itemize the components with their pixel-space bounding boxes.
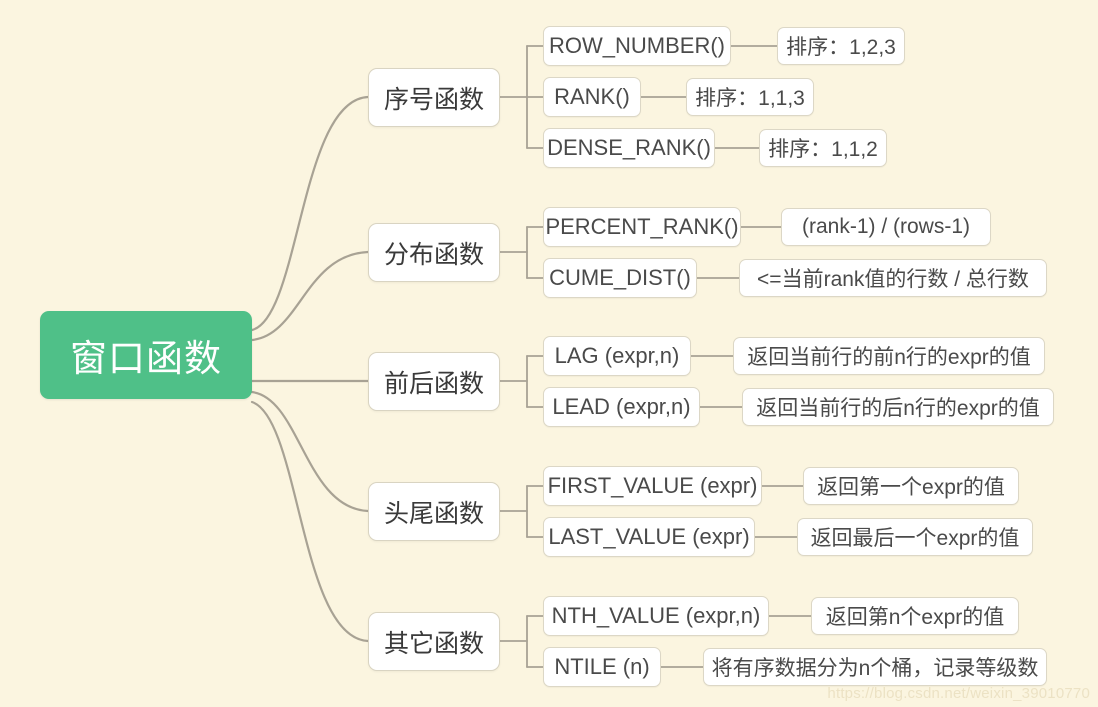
desc-node-3-0-label: 返回第一个expr的值 xyxy=(817,476,1005,499)
branch-node-0[interactable]: 序号函数 xyxy=(368,68,500,127)
desc-node-4-1-label: 将有序数据分为n个桶，记录等级数 xyxy=(711,657,1039,680)
link-root-to-branch-0 xyxy=(250,95,370,332)
func-node-0-0[interactable]: ROW_NUMBER() xyxy=(543,26,731,66)
root-node-label: 窗口函数 xyxy=(70,338,222,379)
func-node-0-1-label: RANK() xyxy=(554,84,630,109)
desc-node-1-0[interactable]: (rank-1) / (rows-1) xyxy=(781,208,991,246)
desc-node-0-0-label: 排序：1,2,3 xyxy=(786,36,896,59)
func-node-3-1-label: LAST_VALUE (expr) xyxy=(548,524,750,549)
desc-node-2-0[interactable]: 返回当前行的前n行的expr的值 xyxy=(733,337,1045,375)
desc-node-1-1[interactable]: <=当前rank值的行数 / 总行数 xyxy=(739,259,1047,297)
link-root-to-branch-4 xyxy=(250,400,370,643)
branch-node-4-label: 其它函数 xyxy=(383,629,484,658)
link-root-to-branch-1 xyxy=(250,250,370,342)
desc-node-2-0-label: 返回当前行的前n行的expr的值 xyxy=(747,346,1031,369)
desc-node-0-2-label: 排序：1,1,2 xyxy=(768,138,878,161)
func-node-0-0-label: ROW_NUMBER() xyxy=(549,33,725,58)
watermark: https://blog.csdn.net/weixin_39010770 xyxy=(827,685,1090,702)
func-node-0-2-label: DENSE_RANK() xyxy=(547,135,711,160)
desc-node-2-1[interactable]: 返回当前行的后n行的expr的值 xyxy=(742,388,1054,426)
func-node-1-1-label: CUME_DIST() xyxy=(549,265,691,290)
branch-node-1-label: 分布函数 xyxy=(383,240,484,269)
func-node-3-0[interactable]: FIRST_VALUE (expr) xyxy=(543,466,762,506)
desc-node-4-1[interactable]: 将有序数据分为n个桶，记录等级数 xyxy=(703,648,1047,686)
branch-node-0-label: 序号函数 xyxy=(383,85,484,114)
func-node-4-0-label: NTH_VALUE (expr,n) xyxy=(551,603,761,628)
branch-node-2[interactable]: 前后函数 xyxy=(368,352,500,411)
func-node-2-1[interactable]: LEAD (expr,n) xyxy=(543,387,700,427)
root-node[interactable]: 窗口函数 xyxy=(40,311,252,399)
desc-node-0-2[interactable]: 排序：1,1,2 xyxy=(759,129,887,167)
desc-node-2-1-label: 返回当前行的后n行的expr的值 xyxy=(756,397,1040,420)
branch-node-3-label: 头尾函数 xyxy=(383,499,484,528)
func-node-0-1[interactable]: RANK() xyxy=(543,77,641,117)
branch-node-3[interactable]: 头尾函数 xyxy=(368,482,500,541)
desc-node-0-1[interactable]: 排序：1,1,3 xyxy=(686,78,814,116)
func-node-0-2[interactable]: DENSE_RANK() xyxy=(543,128,715,168)
func-node-1-0-label: PERCENT_RANK() xyxy=(545,214,739,239)
func-node-2-0[interactable]: LAG (expr,n) xyxy=(543,336,691,376)
desc-node-1-0-label: (rank-1) / (rows-1) xyxy=(801,215,970,238)
desc-node-4-0-label: 返回第n个expr的值 xyxy=(825,606,1005,629)
func-node-4-1-label: NTILE (n) xyxy=(554,654,650,679)
link-root-to-branch-3 xyxy=(250,390,370,513)
desc-node-3-1-label: 返回最后一个expr的值 xyxy=(810,527,1020,550)
func-node-4-1[interactable]: NTILE (n) xyxy=(543,647,661,687)
desc-node-1-1-label: <=当前rank值的行数 / 总行数 xyxy=(757,268,1029,291)
desc-node-0-0[interactable]: 排序：1,2,3 xyxy=(777,27,905,65)
func-node-1-1[interactable]: CUME_DIST() xyxy=(543,258,697,298)
func-node-2-1-label: LEAD (expr,n) xyxy=(552,394,691,419)
func-node-3-1[interactable]: LAST_VALUE (expr) xyxy=(543,517,755,557)
desc-node-3-0[interactable]: 返回第一个expr的值 xyxy=(803,467,1019,505)
func-node-1-0[interactable]: PERCENT_RANK() xyxy=(543,207,741,247)
func-node-2-0-label: LAG (expr,n) xyxy=(554,343,680,368)
func-node-3-0-label: FIRST_VALUE (expr) xyxy=(547,473,758,498)
branch-node-1[interactable]: 分布函数 xyxy=(368,223,500,282)
func-node-4-0[interactable]: NTH_VALUE (expr,n) xyxy=(543,596,769,636)
desc-node-4-0[interactable]: 返回第n个expr的值 xyxy=(811,597,1019,635)
branch-node-2-label: 前后函数 xyxy=(383,369,484,398)
desc-node-0-1-label: 排序：1,1,3 xyxy=(695,87,805,110)
desc-node-3-1[interactable]: 返回最后一个expr的值 xyxy=(797,518,1033,556)
branch-node-4[interactable]: 其它函数 xyxy=(368,612,500,671)
